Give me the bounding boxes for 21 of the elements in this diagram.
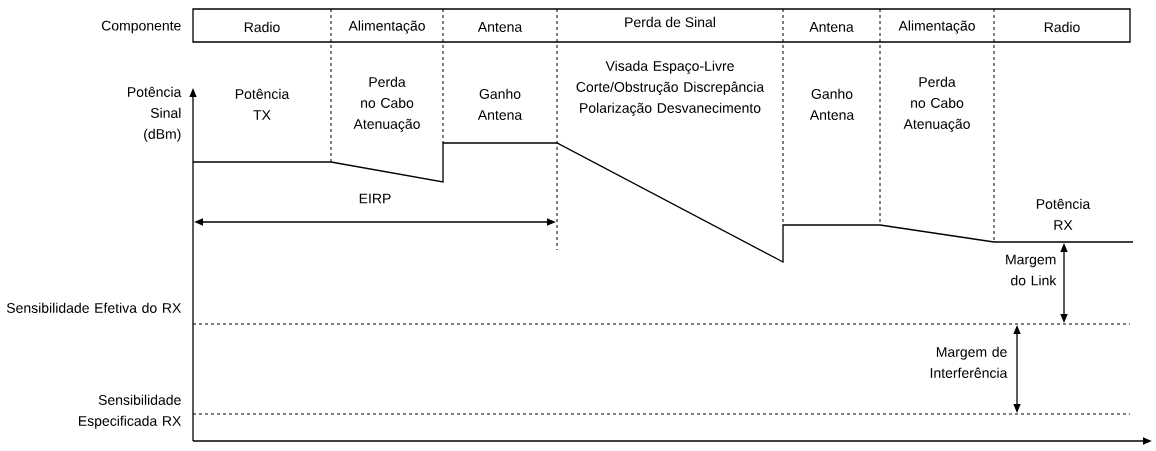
header-cell: Alimentação (898, 20, 975, 34)
label-text: Perda no Cabo Atenuação (353, 76, 420, 132)
label-text: Sensibilidade Especificada RX (79, 394, 182, 429)
header-cell: Perda de Sinal (625, 16, 715, 28)
header-cell: Radio (1044, 21, 1080, 33)
label-text: Componente (101, 20, 181, 34)
header-cell: Radio (244, 21, 280, 33)
label-text: Potência TX (235, 88, 290, 120)
header-cell: Antena (809, 22, 854, 32)
label-text: Potência Sinal (dBm) (128, 86, 182, 142)
label-text: Margem de Interferência (930, 346, 1008, 378)
label-text: Perda no Cabo Atenuação (903, 76, 970, 132)
label-text: Ganho Antena (809, 88, 855, 120)
label-text: Sensibilidade Efetiva do RX (6, 302, 181, 313)
header-cell: Alimentação (348, 20, 425, 34)
label-text: Margem do Link (1006, 254, 1057, 286)
label-text: EIRP (359, 193, 391, 204)
label-text: Ganho Antena (477, 88, 523, 120)
label-text: Potência RX (1036, 198, 1091, 230)
label-text: Visada Espaço-Livre Corte/Obstrução Discrepância Polarização Desvanecimento (576, 60, 765, 116)
header-cell: Antena (477, 22, 523, 32)
